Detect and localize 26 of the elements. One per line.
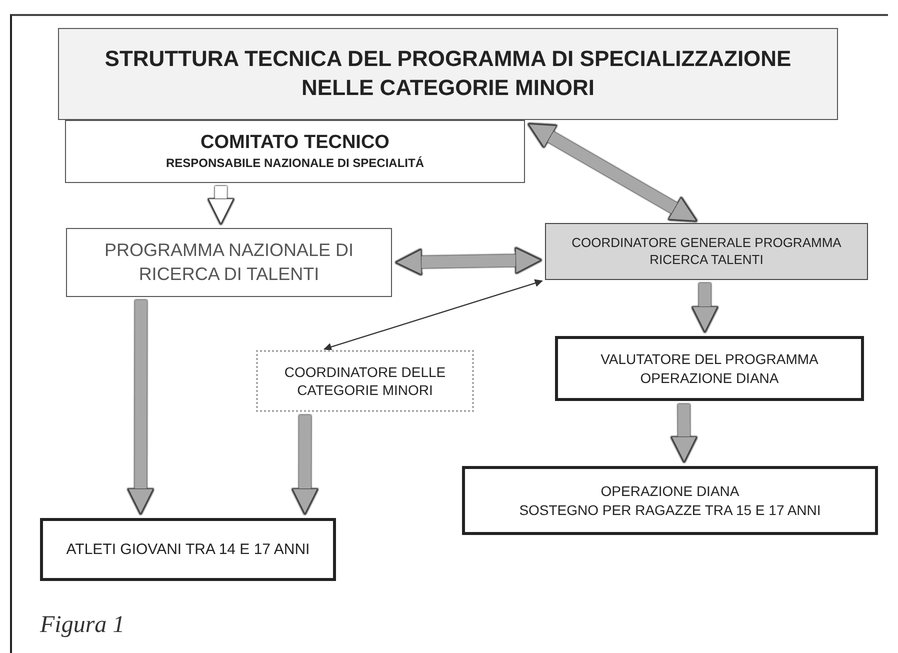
org-box	[555, 336, 864, 401]
org-box	[256, 350, 474, 412]
org-box	[66, 228, 392, 297]
block-arrow	[670, 404, 698, 464]
box-text: VALUTATORE DEL PROGRAMMA OPERAZIONE DIANA	[600, 350, 820, 387]
block-arrow	[527, 123, 698, 222]
org-box	[40, 518, 336, 581]
org-box	[545, 223, 868, 280]
figure-caption: Figura 1	[40, 612, 125, 639]
box-text: COORDINATORE GENERALE PROGRAMMA RICERCA TALENTI	[570, 234, 842, 268]
box-text: STRUTTURA TECNICA DEL PROGRAMMA DI SPECIALIZZAZIONE NELLE CATEGORIE MINORI	[104, 45, 792, 102]
block-arrow	[691, 283, 719, 334]
org-box	[65, 120, 525, 183]
block-arrow	[291, 415, 319, 516]
org-box	[462, 466, 878, 535]
box-text: ATLETI GIOVANI TRA 14 E 17 ANNI	[65, 540, 311, 560]
box-text: COORDINATORE DELLE CATEGORIE MINORI	[283, 362, 447, 400]
block-arrow	[127, 300, 154, 516]
arrow	[324, 279, 543, 351]
box-text: OPERAZIONE DIANA	[600, 482, 740, 500]
box-text: PROGRAMMA NAZIONALE DI RICERCA DI TALENTI	[103, 239, 355, 286]
box-text: COMITATO TECNICO	[200, 131, 390, 156]
box-subtitle: SOSTEGNO PER RAGAZZE TRA 15 E 17 ANNI	[518, 500, 822, 519]
org-box	[58, 28, 838, 120]
block-arrow	[394, 246, 542, 276]
box-subtitle: RESPONSABILE NAZIONALE DI SPECIALITÁ	[164, 156, 426, 172]
